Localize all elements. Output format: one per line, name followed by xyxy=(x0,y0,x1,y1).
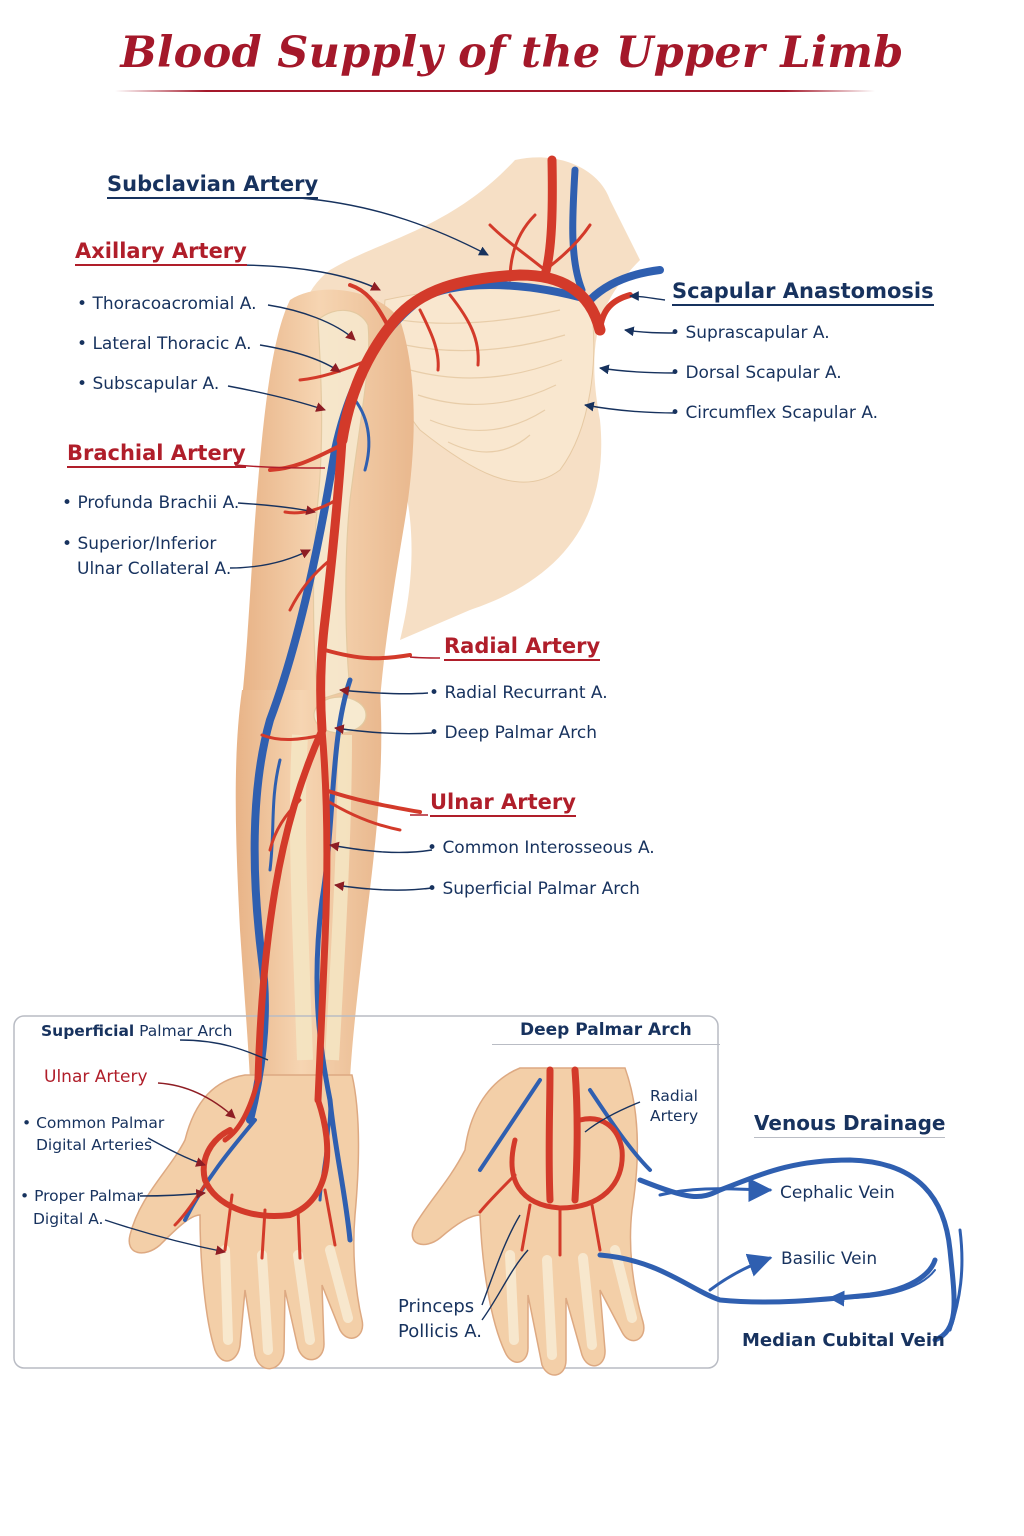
label-profunda-brachii: Profunda Brachii A. xyxy=(62,493,239,513)
basilic-vein-path xyxy=(597,1252,938,1305)
inset-superficial-heading-bold: Superficial xyxy=(41,1022,135,1040)
label-deep-palmar-arch: Deep Palmar Arch xyxy=(429,723,597,743)
label-circumflex-scapular: Circumflex Scapular A. xyxy=(670,403,878,423)
deep-palmar-arch-path xyxy=(509,1116,625,1211)
title-underline xyxy=(115,90,875,92)
label-thoracoacromial: Thoracoacromial A. xyxy=(77,294,256,314)
label-radial-recurrant: Radial Recurrant A. xyxy=(429,683,607,703)
inset-radial-line1: Radial xyxy=(650,1087,698,1105)
inset-ulnar-artery: Ulnar Artery xyxy=(44,1067,148,1087)
label-ulnar-collateral-line2: Ulnar Collateral A. xyxy=(77,559,232,579)
label-median-cubital-vein: Median Cubital Vein xyxy=(742,1330,945,1351)
label-scapular-anastomosis: Scapular Anastomosis xyxy=(672,281,934,306)
label-ulnar-collateral-line1: Superior/Inferior xyxy=(62,534,216,554)
radial-artery-path xyxy=(254,726,326,1084)
inset-princeps-line2: Pollicis A. xyxy=(398,1321,482,1342)
label-cephalic-vein: Cephalic Vein xyxy=(780,1183,895,1203)
inset-superficial-heading: Superficial Palmar Arch xyxy=(41,1021,232,1041)
inset-proper-palmar-line1: • Proper Palmar xyxy=(20,1187,143,1205)
brachial-artery-path xyxy=(316,435,347,735)
label-subclavian-artery: Subclavian Artery xyxy=(107,174,319,199)
label-basilic-vein: Basilic Vein xyxy=(781,1249,878,1269)
inset-princeps-line1: Princeps xyxy=(398,1296,475,1317)
label-dorsal-scapular: Dorsal Scapular A. xyxy=(670,363,841,383)
label-subscapular: Subscapular A. xyxy=(77,374,219,394)
label-brachial-artery: Brachial Artery xyxy=(67,443,246,468)
label-lateral-thoracic: Lateral Thoracic A. xyxy=(77,334,251,354)
label-radial-artery: Radial Artery xyxy=(444,636,601,661)
cephalic-vein-path xyxy=(637,1157,957,1343)
label-superficial-palmar-arch: Superficial Palmar Arch xyxy=(427,879,640,899)
inset-radial-line2: Artery xyxy=(650,1107,699,1125)
page-title: Blood Supply of the Upper Limb xyxy=(120,28,904,78)
inset-proper-palmar-line2: Digital A. xyxy=(33,1210,104,1228)
label-axillary-artery: Axillary Artery xyxy=(75,241,247,266)
muscle-fibers xyxy=(399,309,566,453)
label-common-interosseous: Common Interosseous A. xyxy=(427,838,654,858)
subclavian-axillary-path xyxy=(336,269,606,446)
veins xyxy=(183,166,964,1343)
inset-common-palmar-line2: Digital Arteries xyxy=(36,1136,153,1154)
hand-superficial xyxy=(128,1074,364,1370)
label-suprascapular: Suprascapular A. xyxy=(670,323,829,343)
superficial-palmar-arch-path xyxy=(200,1097,331,1219)
inset-deep-heading: Deep Palmar Arch xyxy=(492,1020,720,1045)
label-ulnar-artery: Ulnar Artery xyxy=(430,792,576,817)
inset-common-palmar-line1: • Common Palmar xyxy=(22,1114,165,1132)
arteries xyxy=(173,155,633,1260)
venous-drainage-heading: Venous Drainage xyxy=(754,1113,946,1138)
inset-superficial-heading-rest: Palmar Arch xyxy=(134,1022,233,1040)
leader-lines xyxy=(104,197,677,1321)
